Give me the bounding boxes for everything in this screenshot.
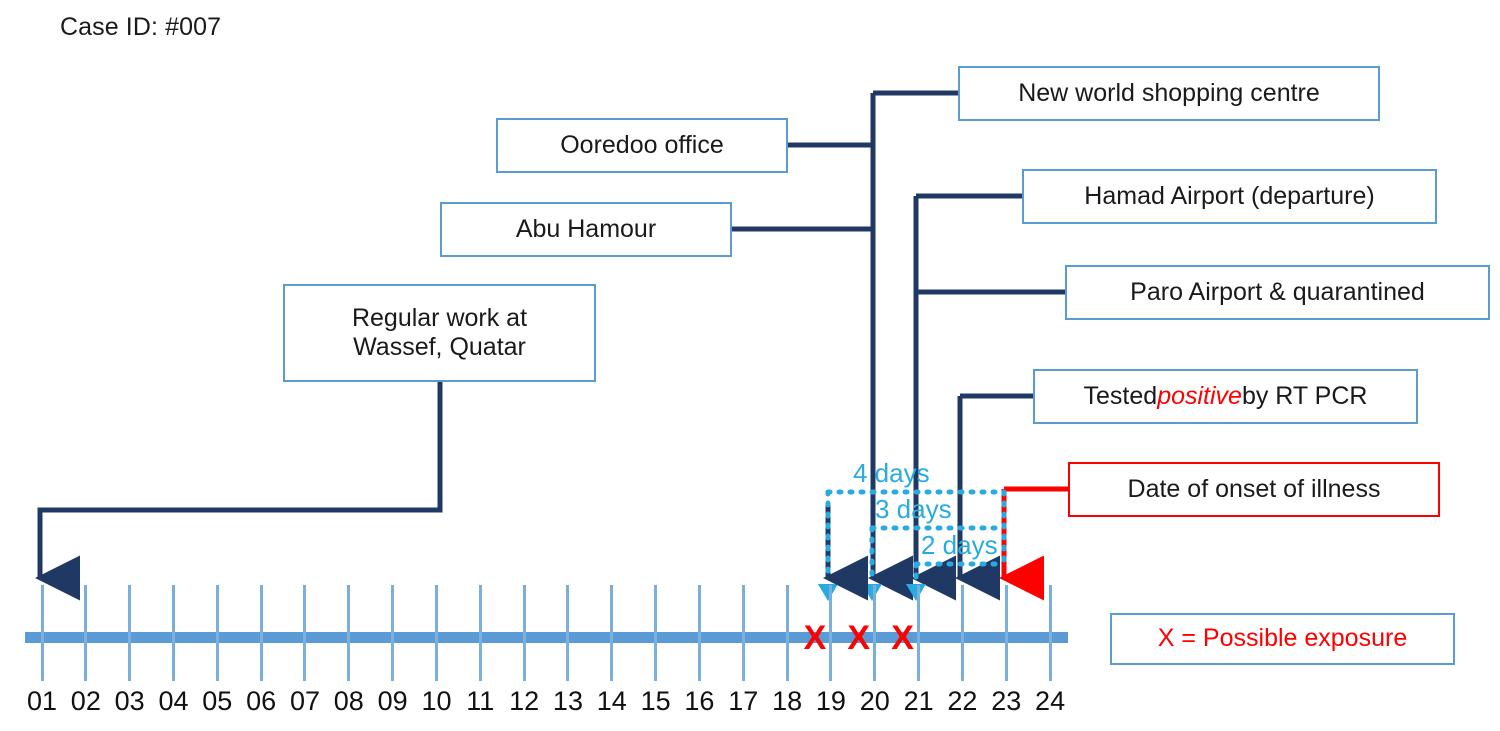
event-label: Ooredoo office [560, 130, 724, 159]
event-box-date-of-onset[interactable]: Date of onset of illness [1068, 462, 1440, 517]
axis-tick-label: 24 [1035, 686, 1066, 716]
axis-tick [917, 585, 921, 681]
event-box-ooredoo-office[interactable]: Ooredoo office [496, 118, 788, 173]
axis-tick [1048, 585, 1052, 681]
axis-tick [829, 585, 833, 681]
axis-tick-label: 11 [466, 686, 495, 716]
interval-label-2-days: 2 days [921, 530, 998, 560]
event-label-post: by RT PCR [1241, 381, 1368, 410]
axis-tick-label: 13 [552, 686, 583, 716]
axis-tick [610, 585, 614, 681]
axis-tick [40, 585, 44, 681]
axis-tick [391, 585, 395, 681]
axis-tick-label: 05 [202, 686, 233, 716]
axis-tick-label: 01 [26, 686, 58, 716]
axis-tick-label: 14 [596, 686, 627, 716]
axis-tick-label: 16 [684, 686, 715, 716]
axis-tick-label: 18 [772, 686, 803, 716]
event-box-abu-hamour[interactable]: Abu Hamour [440, 202, 732, 257]
event-label: Date of onset of illness [1127, 474, 1381, 503]
event-label-pre: Tested [1083, 381, 1158, 410]
axis-tick [434, 585, 438, 681]
axis-tick-label: 07 [289, 686, 320, 716]
axis-tick [654, 585, 658, 681]
axis-tick-label: 19 [815, 686, 846, 716]
axis-tick-label: 04 [158, 686, 189, 716]
axis-tick [697, 585, 701, 681]
axis-tick [522, 585, 526, 681]
axis-tick [171, 585, 175, 681]
exposure-x-mark: X [891, 619, 914, 657]
event-box-paro-airport-quarantined[interactable]: Paro Airport & quarantined [1065, 265, 1490, 320]
axis-tick-label: 22 [947, 686, 978, 716]
axis-bar [25, 632, 1069, 643]
event-box-hamad-airport-departure[interactable]: Hamad Airport (departure) [1022, 169, 1437, 224]
event-label-line1: Regular work at [351, 303, 528, 332]
axis-tick [566, 585, 570, 681]
interval-label-4-days: 4 days [853, 458, 930, 488]
event-box-tested-positive[interactable]: Tested positive by RT PCR [1033, 369, 1418, 424]
axis-tick [303, 585, 307, 681]
interval-label-3-days: 3 days [875, 494, 952, 524]
axis-tick-label: 21 [903, 686, 934, 716]
event-label: Paro Airport & quarantined [1130, 277, 1425, 306]
axis-tick [478, 585, 482, 681]
axis-tick-label: 08 [333, 686, 364, 716]
axis-tick-label: 12 [509, 686, 540, 716]
event-box-new-world-shopping-centre[interactable]: New world shopping centre [958, 66, 1380, 121]
axis-tick-label: 09 [377, 686, 408, 716]
event-box-regular-work[interactable]: Regular work at Wassef, Quatar [283, 284, 596, 382]
axis-tick [873, 585, 877, 681]
axis-tick [1004, 585, 1008, 681]
axis-tick [215, 585, 219, 681]
event-label: Hamad Airport (departure) [1084, 181, 1375, 210]
axis-tick [347, 585, 351, 681]
axis-tick [259, 585, 263, 681]
event-label-line2: Wassef, Quatar [353, 333, 526, 361]
axis-tick [785, 585, 789, 681]
axis-tick-label: 10 [421, 686, 452, 716]
axis-tick-label: 17 [728, 686, 759, 716]
axis-tick [84, 585, 88, 681]
event-label: Abu Hamour [515, 214, 657, 243]
legend-box: X = Possible exposure [1110, 613, 1455, 665]
axis-tick-label: 06 [246, 686, 277, 716]
axis-tick-label: 20 [859, 686, 890, 716]
axis-tick-label: 02 [70, 686, 101, 716]
case-id-label: Case ID: #007 [60, 13, 222, 41]
axis-tick [128, 585, 132, 681]
axis-tick-label: 15 [640, 686, 671, 716]
axis-tick-label: 23 [991, 686, 1022, 716]
exposure-x-mark: X [803, 619, 827, 657]
axis-tick [741, 585, 745, 681]
axis-tick [960, 585, 964, 681]
axis-tick-label: 03 [114, 686, 145, 716]
exposure-x-mark: X [847, 619, 871, 657]
legend-label: X = Possible exposure [1157, 624, 1408, 653]
event-label-emphasis: positive [1157, 381, 1242, 410]
event-label: New world shopping centre [1018, 78, 1320, 107]
